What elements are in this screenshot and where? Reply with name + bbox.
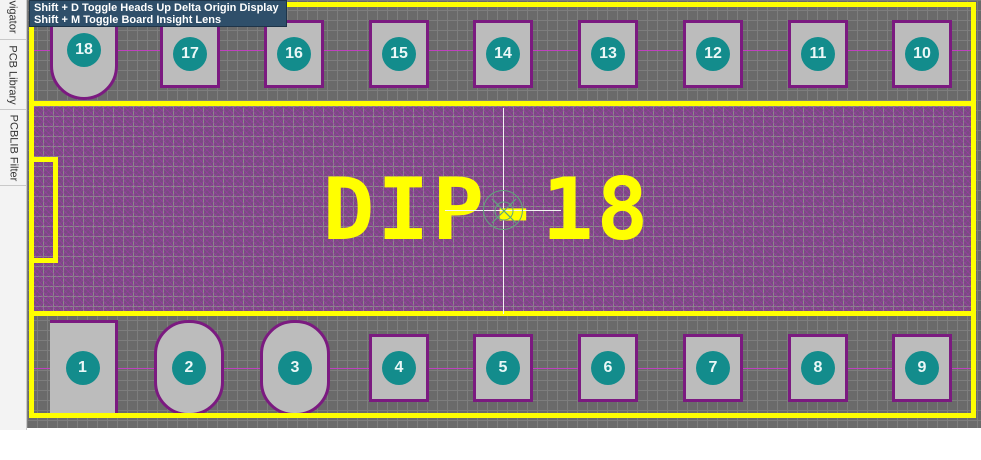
drill-hole: 8 [801, 351, 835, 385]
drill-hole: 7 [696, 351, 730, 385]
pad-12[interactable]: 12 [683, 20, 743, 88]
origin-marker-icon [483, 190, 523, 230]
tooltip-line: Shift + M Toggle Board Insight Lens [34, 14, 222, 26]
drill-hole: 14 [486, 37, 520, 71]
side-panel-tabs: vigator PCB Library PCBLIB Filter [0, 0, 27, 430]
pad-7[interactable]: 7 [683, 334, 743, 402]
pad-17[interactable]: 17 [160, 20, 220, 88]
drill-hole: 17 [173, 37, 207, 71]
drill-hole: 12 [696, 37, 730, 71]
pad-9[interactable]: 9 [892, 334, 952, 402]
drill-hole: 3 [278, 351, 312, 385]
tab-pcblib-filter[interactable]: PCBLIB Filter [0, 110, 26, 186]
drill-hole: 16 [277, 37, 311, 71]
pad-16[interactable]: 16 [264, 20, 324, 88]
pad-14[interactable]: 14 [473, 20, 533, 88]
drill-hole: 13 [591, 37, 625, 71]
pad-13[interactable]: 13 [578, 20, 638, 88]
pad-2[interactable]: 2 [154, 320, 224, 416]
pad-3[interactable]: 3 [260, 320, 330, 416]
tab-pcb-library-label: PCB Library [7, 44, 20, 105]
tab-navigator-label: vigator [7, 0, 19, 34]
pad-10[interactable]: 10 [892, 20, 952, 88]
pad-11[interactable]: 11 [788, 20, 848, 88]
tab-pcb-library[interactable]: PCB Library [0, 40, 26, 110]
tab-navigator[interactable]: vigator [0, 0, 26, 40]
drill-hole: 10 [905, 37, 939, 71]
drill-hole: 9 [905, 351, 939, 385]
drill-hole: 4 [382, 351, 416, 385]
tab-pcblib-filter-label: PCBLIB Filter [7, 114, 20, 181]
pin1-notch-silkscreen [30, 157, 58, 263]
pad-8[interactable]: 8 [788, 334, 848, 402]
pad-15[interactable]: 15 [369, 20, 429, 88]
drill-hole: 1 [65, 351, 100, 385]
pcb-canvas[interactable]: 18 17 16 15 14 13 12 11 10 1 2 3 4 5 6 7 [27, 0, 981, 428]
drill-hole: 11 [801, 37, 835, 71]
drill-hole: 2 [172, 351, 206, 385]
drill-hole: 15 [382, 37, 416, 71]
pad-1[interactable]: 1 [50, 320, 118, 416]
pad-4[interactable]: 4 [369, 334, 429, 402]
drill-hole: 6 [591, 351, 625, 385]
drill-hole: 5 [486, 351, 520, 385]
tooltip-line: Shift + D Toggle Heads Up Delta Origin D… [34, 2, 279, 14]
drill-hole: 18 [67, 33, 101, 67]
silkscreen-top-line [29, 101, 976, 106]
heads-up-shortcut-tooltip: Shift + D Toggle Heads Up Delta Origin D… [29, 0, 287, 27]
silkscreen-bottom-line [29, 311, 976, 316]
pad-5[interactable]: 5 [473, 334, 533, 402]
pad-6[interactable]: 6 [578, 334, 638, 402]
